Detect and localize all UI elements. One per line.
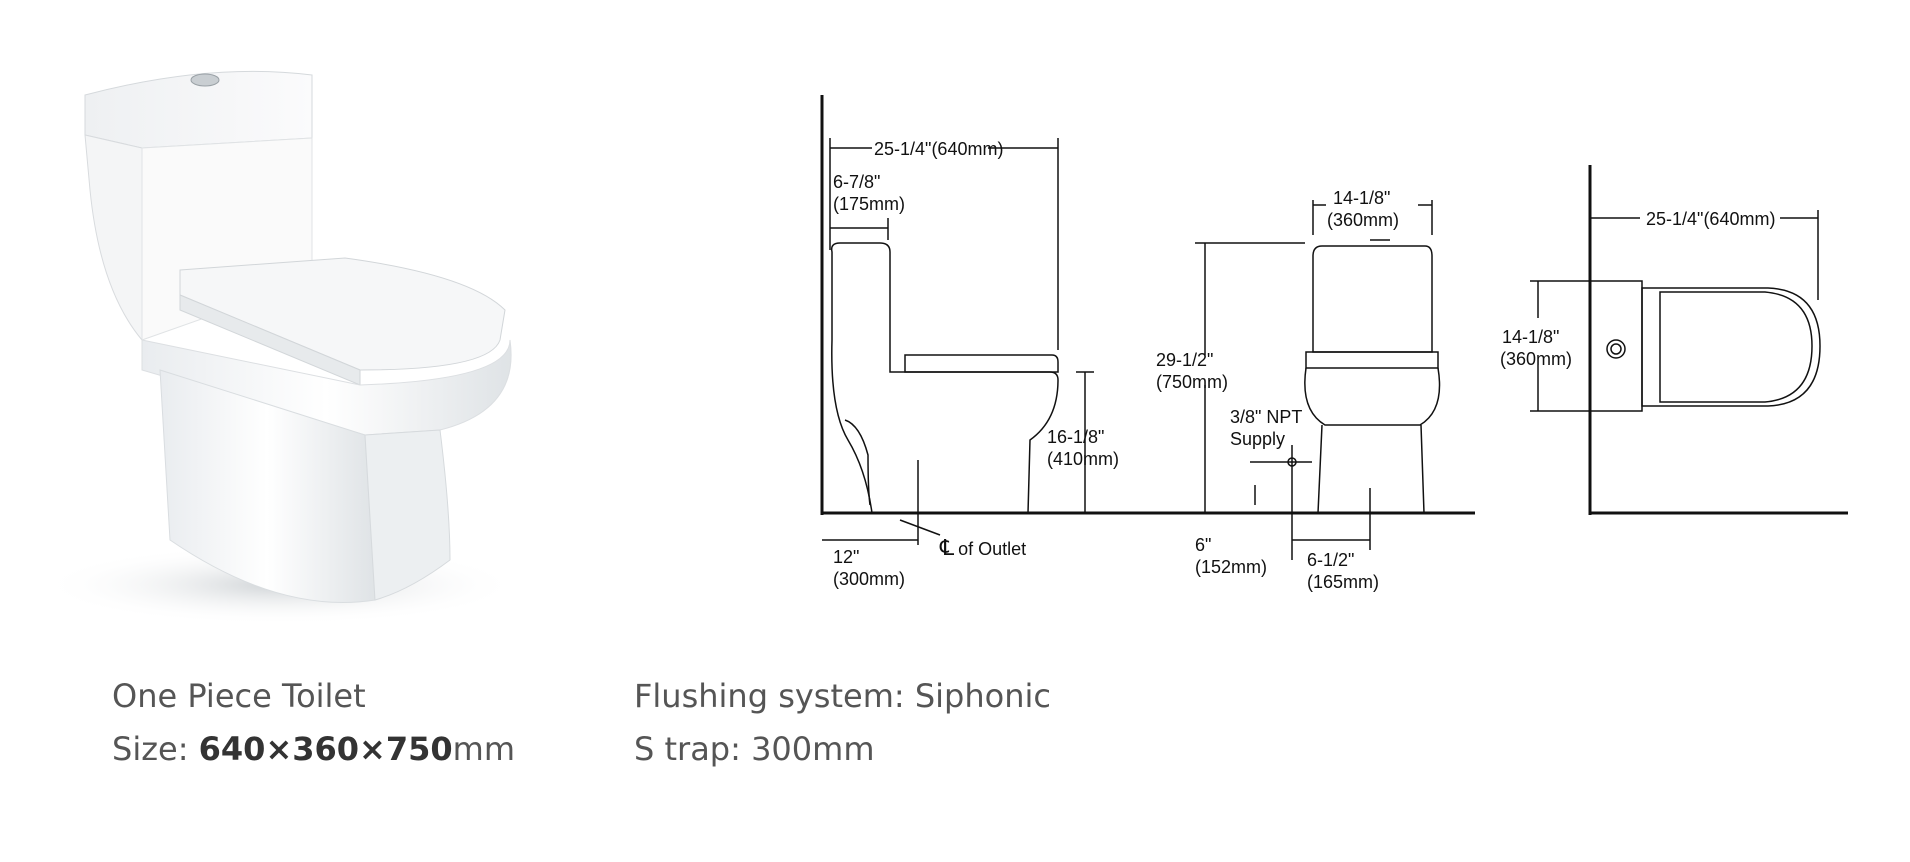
supply-label-1: 3/8" NPT [1230,407,1302,427]
tank-depth-in-label: 6-7/8" [833,172,880,192]
flushing-system: Flushing system: Siphonic [634,677,1051,715]
product-name: One Piece Toilet [112,677,366,715]
supply-label-2: Supply [1230,429,1285,449]
size-value: 640×360×750 [198,730,453,768]
supply-offset-in-label: 6-1/2" [1307,550,1354,570]
outlet-in-label: 12" [833,547,859,567]
seat-height-in-label: 16-1/8" [1047,427,1104,447]
top-view [1530,165,1848,515]
outlet-centerline-label: ℄of Outlet [939,535,1026,560]
supply-offset-mm-label: (165mm) [1307,572,1379,592]
front-width-mm-label: (360mm) [1327,210,1399,230]
outlet-mm-label: (300mm) [833,569,905,589]
top-width-mm-label: (360mm) [1500,349,1572,369]
front-view [1195,200,1441,560]
supply-height-in-label: 6" [1195,535,1211,555]
side-length-label: 25-1/4"(640mm) [874,139,1003,159]
total-height-in-label: 29-1/2" [1156,350,1213,370]
top-length-label: 25-1/4"(640mm) [1646,209,1775,229]
trap-info: S trap: 300mm [634,730,875,768]
side-view [820,95,1475,545]
front-width-in-label: 14-1/8" [1333,188,1390,208]
seat-height-mm-label: (410mm) [1047,449,1119,469]
total-height-mm-label: (750mm) [1156,372,1228,392]
product-size: Size: 640×360×750mm [112,733,515,765]
toilet-photo [40,70,520,625]
top-width-in-label: 14-1/8" [1502,327,1559,347]
tank-depth-mm-label: (175mm) [833,194,905,214]
size-label: Size: [112,730,199,768]
size-unit: mm [452,730,515,768]
supply-height-mm-label: (152mm) [1195,557,1267,577]
